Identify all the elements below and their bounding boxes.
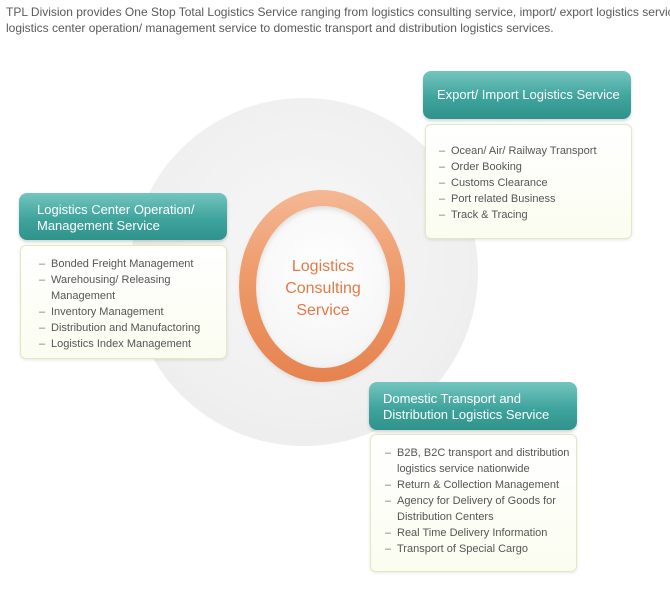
intro-line-2: logistics center operation/ management s… (6, 21, 554, 35)
domestic-transport-box: B2B, B2C transport and distribution logi… (370, 434, 577, 572)
list-item: B2B, B2C transport and distribution logi… (385, 445, 570, 477)
domestic-transport-header: Domestic Transport and Distribution Logi… (369, 382, 577, 430)
list-item: Return & Collection Management (385, 477, 570, 493)
list-item: Real Time Delivery Information (385, 525, 570, 541)
list-item: Warehousing/ Releasing Management (39, 272, 220, 304)
center-operation-header: Logistics Center Operation/ Management S… (19, 193, 227, 240)
center-operation-title-line-1: Logistics Center Operation/ (37, 202, 195, 217)
list-item: Transport of Special Cargo (385, 541, 570, 557)
export-import-box: Ocean/ Air/ Railway Transport Order Book… (425, 124, 632, 239)
intro-line-1: TPL Division provides One Stop Total Log… (6, 5, 670, 19)
export-import-list: Ocean/ Air/ Railway Transport Order Book… (439, 143, 625, 223)
center-label: Logistics Consulting Service (256, 256, 390, 322)
domestic-transport-title-line-2: Distribution Logistics Service (383, 407, 550, 422)
list-item: Ocean/ Air/ Railway Transport (439, 143, 625, 159)
domestic-transport-list: B2B, B2C transport and distribution logi… (385, 445, 570, 557)
center-operation-box: Bonded Freight Management Warehousing/ R… (20, 245, 227, 359)
list-item: Distribution and Manufactoring (39, 320, 220, 336)
center-circle (256, 206, 390, 368)
center-label-line-1: Logistics (291, 258, 355, 275)
list-item: Logistics Index Management (39, 336, 220, 352)
intro-text: TPL Division provides One Stop Total Log… (6, 4, 670, 36)
list-item: Port related Business (439, 191, 625, 207)
domestic-transport-title-line-1: Domestic Transport and (383, 391, 522, 406)
export-import-header: Export/ Import Logistics Service (423, 71, 631, 119)
export-import-title: Export/ Import Logistics Service (437, 87, 620, 102)
list-item: Order Booking (439, 159, 625, 175)
center-operation-list: Bonded Freight Management Warehousing/ R… (39, 256, 220, 352)
center-label-line-2: Consulting (285, 280, 361, 297)
center-label-line-3: Service (296, 302, 350, 319)
list-item: Agency for Delivery of Goods for Distrib… (385, 493, 570, 525)
center-operation-title-line-2: Management Service (37, 218, 160, 233)
list-item: Bonded Freight Management (39, 256, 220, 272)
list-item: Track & Tracing (439, 207, 625, 223)
list-item: Customs Clearance (439, 175, 625, 191)
list-item: Inventory Management (39, 304, 220, 320)
